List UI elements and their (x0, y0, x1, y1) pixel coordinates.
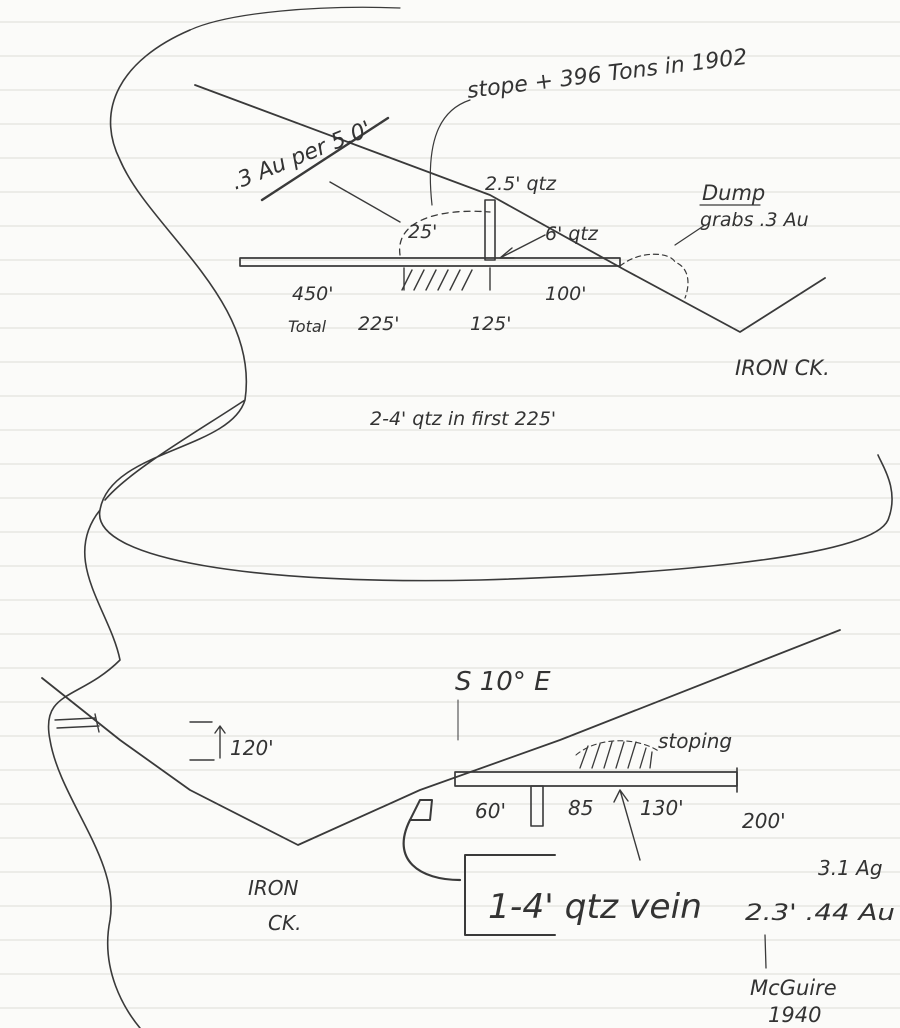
iron-label-bottom: IRON (248, 876, 299, 900)
assay-left-label: .3 Au per 5.0' (228, 117, 375, 196)
assay-arrow (613, 789, 641, 861)
year-label: 1940 (768, 1003, 821, 1027)
raise-25-label: 25' (408, 221, 437, 243)
stope-note-label: stope + 396 Tons in 1902 (466, 45, 749, 104)
wavy-outline-top (189, 6, 401, 31)
dist-225-label: 225' (358, 313, 400, 335)
height-marker (189, 721, 226, 761)
shaft (484, 199, 496, 261)
dist-100-label: 100' (545, 283, 587, 305)
qtz-arrow (499, 234, 546, 259)
vein-box-label: 1-4' qtz vein (488, 887, 702, 927)
iron-creek-label-top: IRON CK. (735, 356, 830, 380)
wavy-outline (47, 29, 893, 1028)
winze (530, 785, 544, 827)
ruled-lines (0, 21, 900, 1009)
portal-marker (409, 799, 433, 821)
bottom-sketch: S 10° E 120' stoping 60' 85 130' 200' IR… (41, 629, 895, 1027)
assay-ag-label: 3.1 Ag (818, 856, 883, 880)
assay-au-label: 2.3' .44 Au (745, 901, 895, 926)
dist-130-label: 130' (640, 796, 684, 820)
dist-200-label: 200' (742, 809, 786, 833)
dist-450-label: 450' (292, 283, 334, 305)
height-120-label: 120' (230, 736, 274, 760)
hillside-line (194, 84, 826, 333)
total-label: Total (288, 317, 327, 336)
creek-label-bottom: CK. (268, 911, 301, 935)
main-adit (454, 771, 738, 787)
qtz-6-label: 6' qtz (545, 223, 599, 245)
stope-line (329, 181, 401, 223)
vein-line (260, 116, 390, 202)
stoping-label: stoping (658, 729, 732, 753)
bottom-note-label: 2-4' qtz in first 225' (370, 408, 556, 430)
tunnel-adit (239, 257, 621, 267)
stoping-hatching (579, 741, 653, 769)
dump-label: Dump (702, 181, 765, 205)
dist-125-label: 125' (470, 313, 512, 335)
dump-pile (619, 253, 689, 299)
top-sketch: .3 Au per 5.0' stope + 396 Tons in 1902 … (194, 45, 830, 430)
portal-arrow (402, 818, 462, 882)
shaft-qtz-label: 2.5' qtz (485, 173, 557, 195)
dump-leader (674, 224, 706, 246)
mcguire-leader (764, 934, 767, 969)
stope-hatching (401, 267, 491, 291)
left-adit (54, 713, 100, 733)
stope-outline (399, 210, 491, 256)
valley-profile (41, 629, 841, 846)
bearing-label: S 10° E (455, 667, 551, 697)
dump-grab-label: grabs .3 Au (700, 209, 809, 231)
dist-60-label: 60' (475, 799, 506, 823)
dist-85-label: 85 (568, 796, 593, 820)
vein-box (464, 854, 556, 936)
stope-leader (429, 99, 471, 206)
stoping-outline (575, 740, 661, 756)
mcguire-label: McGuire (750, 976, 837, 1000)
